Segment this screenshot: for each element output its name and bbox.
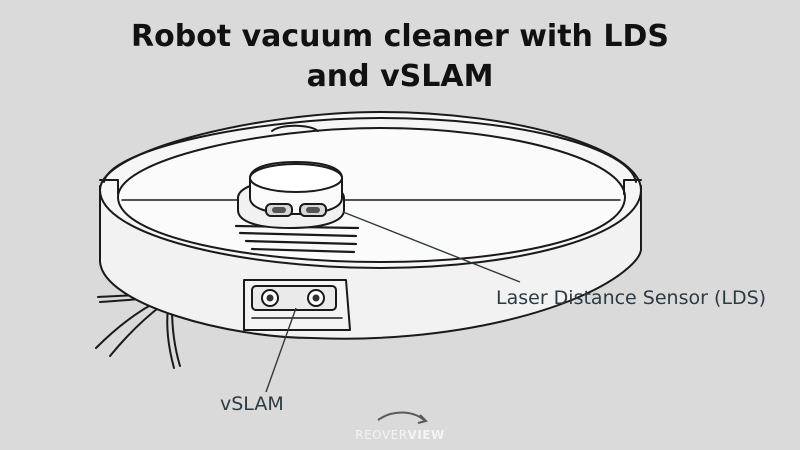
vslam-leader-line: [265, 307, 297, 393]
vslam-label: vSLAM: [220, 393, 284, 415]
title-line-2: and vSLAM: [306, 59, 494, 94]
title-line-1: Robot vacuum cleaner with LDS: [131, 19, 669, 54]
logo-text-part1: REOVER: [355, 428, 408, 442]
logo-swoosh-icon: [377, 411, 425, 421]
lds-label: Laser Distance Sensor (LDS): [496, 287, 767, 309]
top-handle-slot: [271, 124, 319, 132]
lds-leader-line: [342, 211, 521, 283]
top-vents: [234, 224, 360, 254]
logo-text-part2: VIEW: [407, 428, 445, 442]
reoverview-logo: REOVERVIEW: [350, 408, 450, 444]
vacuum-top-cover: [117, 127, 626, 263]
